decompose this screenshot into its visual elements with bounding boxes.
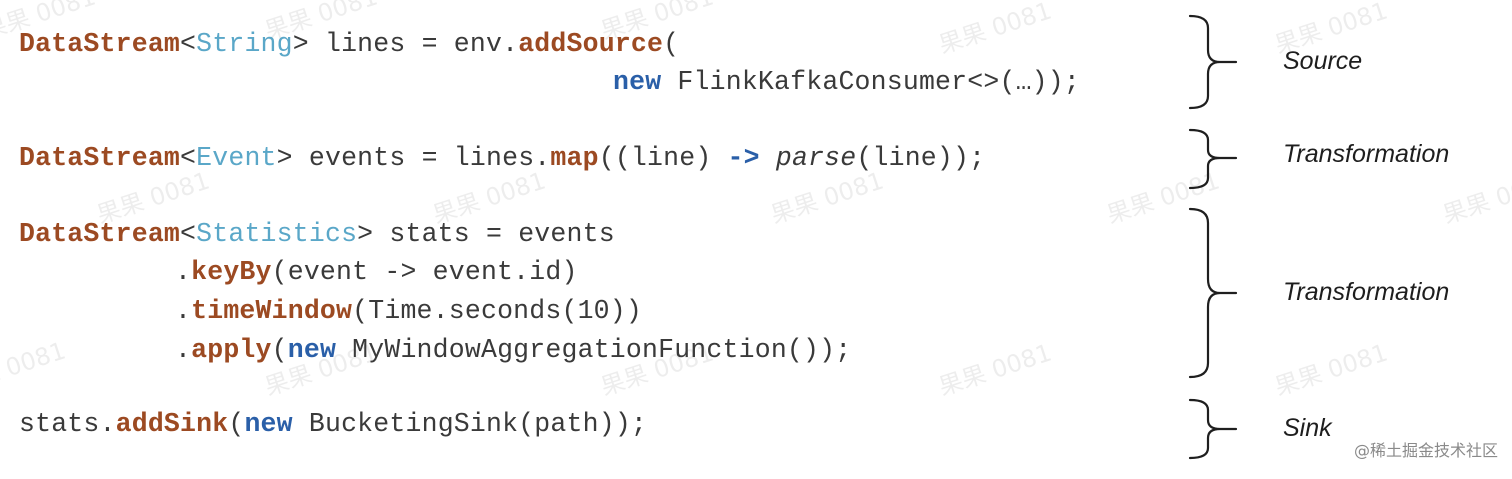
generic-type-token: String [196, 29, 293, 59]
method-token: keyBy [191, 257, 272, 287]
method-token: apply [191, 335, 272, 365]
label-sink: Sink [1283, 414, 1332, 442]
watermark: 果果 0081 [1439, 166, 1512, 230]
code-token: ((line) [598, 143, 728, 173]
code-line-6: .timeWindow(Time.seconds(10)) [175, 295, 642, 327]
code-line-1: DataStream<String> lines = env.addSource… [19, 28, 679, 60]
code-token: < [180, 219, 197, 249]
code-token [760, 143, 776, 173]
new-keyword: new [613, 67, 662, 97]
method-token: timeWindow [191, 296, 353, 326]
code-token: . [175, 296, 192, 326]
code-token: < [180, 29, 197, 59]
brace-source [1188, 14, 1238, 110]
label-transformation: Transformation [1283, 140, 1450, 168]
watermark: 果果 0081 [935, 338, 1055, 402]
watermark: 果果 0081 [0, 336, 69, 400]
code-line-2: new FlinkKafkaConsumer<>(…)); [613, 66, 1080, 98]
code-line-7: .apply(new MyWindowAggregationFunction()… [175, 334, 851, 366]
type-token: DataStream [19, 143, 181, 173]
code-token: stats. [19, 409, 116, 439]
code-token: . [175, 257, 192, 287]
code-token: FlinkKafkaConsumer<>(…)); [661, 67, 1080, 97]
watermark: 果果 0081 [935, 0, 1055, 60]
code-token: > lines = env. [292, 29, 519, 59]
site-credit: @稀土掘金技术社区 [1353, 441, 1498, 460]
code-token: MyWindowAggregationFunction()); [336, 335, 852, 365]
method-token: map [550, 143, 599, 173]
method-token: addSink [115, 409, 229, 439]
brace-transformation-1 [1188, 128, 1238, 190]
code-token: . [175, 335, 192, 365]
code-token: (Time.seconds(10)) [352, 296, 642, 326]
type-token: DataStream [19, 29, 181, 59]
code-token: < [180, 143, 197, 173]
generic-type-token: Statistics [196, 219, 358, 249]
label-transformation: Transformation [1283, 278, 1450, 306]
type-token: DataStream [19, 219, 181, 249]
brace-sink [1188, 398, 1238, 460]
arrow-token: -> [727, 143, 760, 173]
new-keyword: new [287, 335, 337, 365]
code-token: > events = lines. [276, 143, 551, 173]
code-token: (line)); [856, 143, 986, 173]
code-token: ( [271, 335, 288, 365]
new-keyword: new [244, 409, 293, 439]
code-line-3: DataStream<Event> events = lines.map((li… [19, 142, 985, 174]
italic-function-token: parse [775, 143, 857, 173]
code-token: BucketingSink(path)); [292, 409, 648, 439]
code-line-5: .keyBy(event -> event.id) [175, 256, 578, 288]
code-line-8: stats.addSink(new BucketingSink(path)); [19, 408, 647, 440]
code-token: (event -> event.id) [271, 257, 578, 287]
label-source: Source [1283, 47, 1363, 75]
code-token: ( [228, 409, 245, 439]
brace-transformation-2 [1188, 207, 1238, 379]
generic-type-token: Event [196, 143, 277, 173]
watermark: 果果 0081 [1271, 338, 1391, 402]
code-token: ( [663, 29, 680, 59]
code-token: > stats = events [357, 219, 615, 249]
code-line-4: DataStream<Statistics> stats = events [19, 218, 615, 250]
method-token: addSource [518, 29, 664, 59]
